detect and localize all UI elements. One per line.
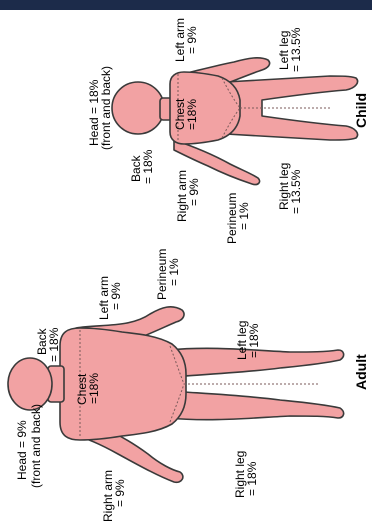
adult-perineum-pct: = 1%: [167, 258, 181, 286]
top-bar: [0, 0, 372, 10]
child-right-leg-pct: = 13.5%: [289, 169, 303, 214]
adult-head-sub: (front and back): [29, 404, 43, 488]
adult-chest-pct: =18%: [87, 373, 101, 404]
child-right-arm-pct: = 9%: [187, 178, 201, 206]
adult-right-arm-pct: = 9%: [113, 479, 127, 507]
child-title: Child: [353, 93, 369, 128]
adult-back-pct: = 18%: [47, 327, 61, 362]
child-back-pct: = 18%: [141, 149, 155, 184]
adult-head: [8, 358, 52, 410]
child-head: [112, 82, 164, 134]
adult-head-label: Head = 9%: [15, 420, 29, 480]
child-left-leg-pct: = 13.5%: [289, 27, 303, 72]
adult-right-leg-pct: = 18%: [245, 461, 259, 496]
adult-left-leg-pct: = 18%: [247, 323, 261, 358]
child-perineum-pct: = 1%: [237, 202, 251, 230]
child-left-arm-pct: = 9%: [185, 26, 199, 54]
child-chest-pct: =18%: [185, 99, 199, 130]
child-head-sub: (front and back): [99, 66, 113, 150]
adult-title: Adult: [353, 354, 369, 390]
burn-percentage-diagram: Adult Head = 9% (front and back) Right a…: [0, 10, 372, 527]
adult-left-arm-pct: = 9%: [109, 282, 123, 310]
